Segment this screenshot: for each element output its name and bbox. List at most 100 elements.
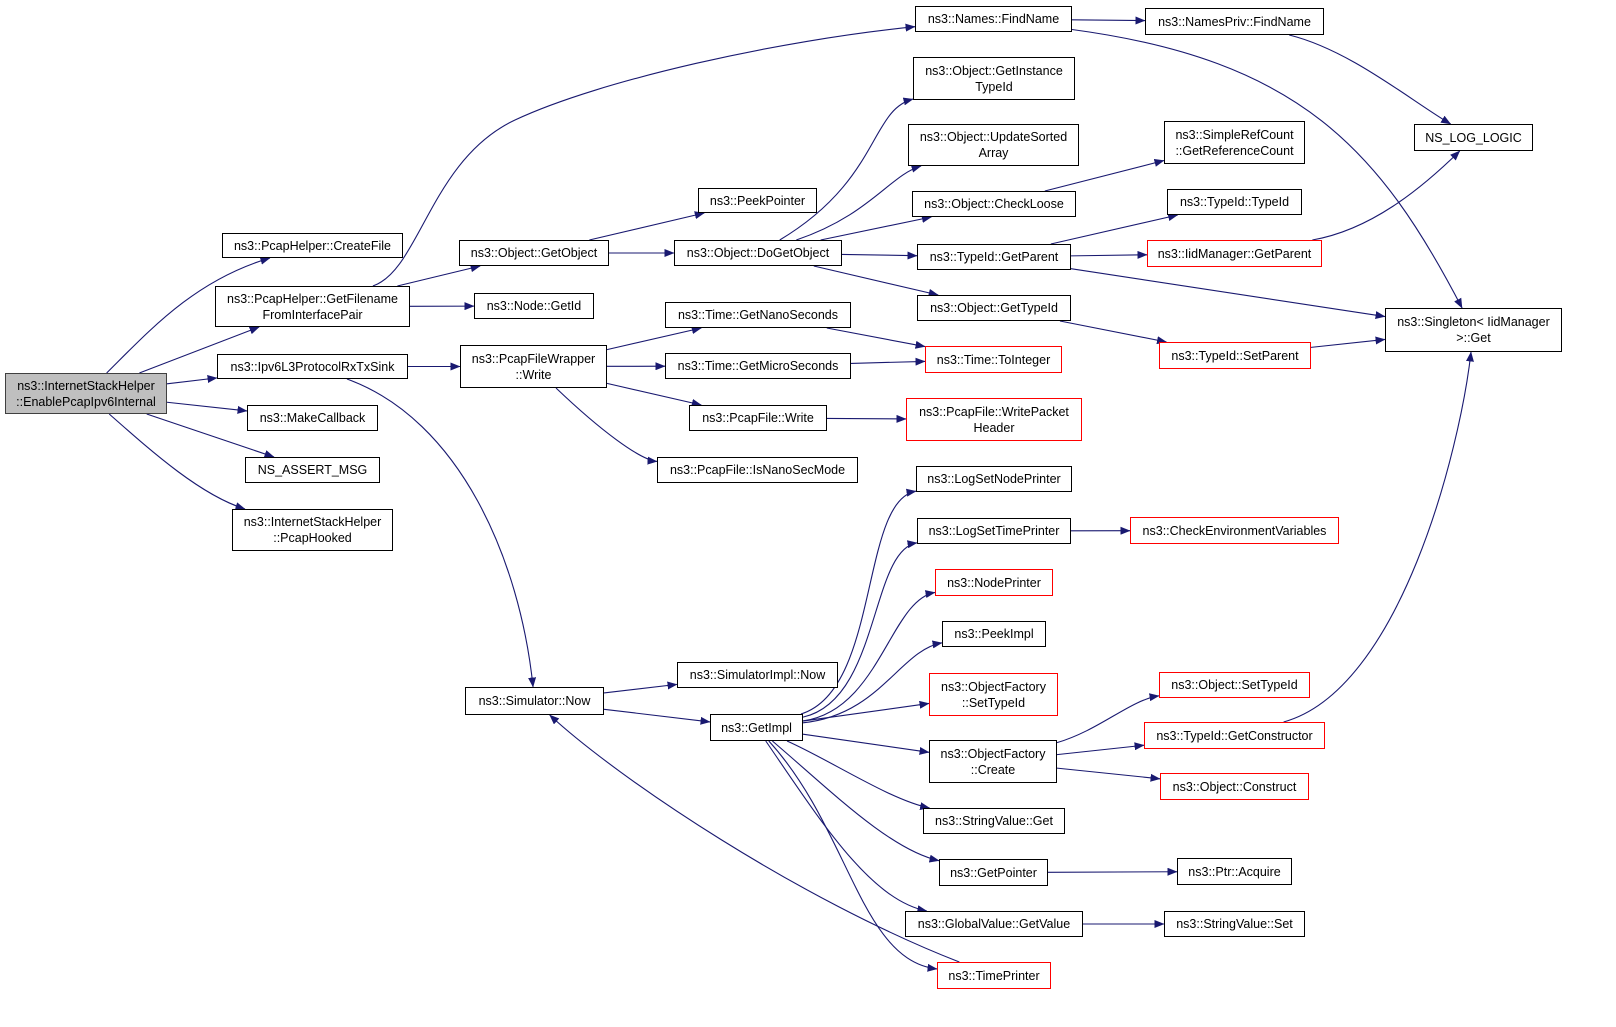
node-label-line: ns3::PcapFile::Write [702,411,814,425]
node-label-line: ns3::Object::GetInstance [925,63,1063,78]
node-peekpointer[interactable]: ns3::PeekPointer [698,188,817,213]
node-of-settypeid[interactable]: ns3::ObjectFactory::SetTypeId [929,673,1058,716]
edge-dogetobject-to-typeid-getparent [841,251,918,260]
edge-pfw-write-to-pcapfile-write [606,382,702,407]
node-stringvalue-get[interactable]: ns3::StringValue::Get [923,808,1065,834]
node-label-line: ::PcapHooked [273,531,352,545]
node-pfw-write[interactable]: ns3::PcapFileWrapper::Write [460,345,607,388]
node-simimpl-now[interactable]: ns3::SimulatorImpl::Now [677,662,838,688]
node-dogetobject[interactable]: ns3::Object::DoGetObject [674,240,842,266]
edge-root-to-assert-msg [146,413,275,458]
node-typeid-typeid[interactable]: ns3::TypeId::TypeId [1167,189,1302,215]
edge-root-to-makecallback [166,401,248,414]
node-checkenv[interactable]: ns3::CheckEnvironmentVariables [1130,517,1339,544]
node-ptr-acquire[interactable]: ns3::Ptr::Acquire [1177,858,1292,885]
node-of-create[interactable]: ns3::ObjectFactory::Create [929,740,1057,783]
edge-obj-gettypeid-to-typeid-setparent [1059,320,1168,345]
node-pcaphooked[interactable]: ns3::InternetStackHelper::PcapHooked [232,509,393,551]
edge-getimpl-to-stringvalue-get [786,740,931,811]
node-label-line: ns3::TimePrinter [948,968,1040,983]
node-label-line: ns3::Object::SetTypeId [1171,678,1298,692]
edge-dogetobject-to-checkloose [820,215,932,241]
node-obj-construct[interactable]: ns3::Object::Construct [1160,773,1309,800]
edge-getnano-to-tointeger [826,327,926,349]
node-timeprinter[interactable]: ns3::TimePrinter [937,962,1051,989]
node-lognodeprinter[interactable]: ns3::LogSetNodePrinter [916,466,1072,492]
node-assert-msg[interactable]: NS_ASSERT_MSG [245,457,380,483]
edge-dogetobject-to-getinstancetypeid [779,97,914,241]
node-getnano[interactable]: ns3::Time::GetNanoSeconds [665,302,851,328]
edge-typeid-getparent-to-singleton-get [1070,268,1386,320]
node-getmicro[interactable]: ns3::Time::GetMicroSeconds [665,353,851,379]
node-ipv6rx[interactable]: ns3::Ipv6L3ProtocolRxTxSink [217,354,408,379]
node-label-line: ns3::SimpleRefCount [1175,127,1294,142]
node-obj-settypeid[interactable]: ns3::Object::SetTypeId [1159,672,1310,698]
edge-timeprinter-to-sim-now [549,714,960,963]
node-iidmanager-getparent[interactable]: ns3::IidManager::GetParent [1147,240,1322,267]
edge-dogetobject-to-updatesorted [796,164,922,241]
node-getobject[interactable]: ns3::Object::GetObject [459,240,609,266]
node-label-line: ns3::PcapHelper::GetFilename [227,291,398,306]
node-label-line: ns3::Names::FindName [927,12,1060,26]
node-isnanosec[interactable]: ns3::PcapFile::IsNanoSecMode [657,457,858,483]
edge-namespriv-to-ns-log-logic [1289,34,1452,125]
node-peekimpl[interactable]: ns3::PeekImpl [942,621,1046,647]
edge-getimpl-to-lognodeprinter [800,488,917,715]
node-pcapfile-write[interactable]: ns3::PcapFile::Write [689,405,827,431]
node-tointeger[interactable]: ns3::Time::ToInteger [925,346,1062,373]
node-label-line: ns3::CheckEnvironmentVariables [1142,523,1327,538]
node-checkloose[interactable]: ns3::Object::CheckLoose [912,191,1076,217]
node-typeid-getparent[interactable]: ns3::TypeId::GetParent [917,244,1071,270]
node-makecallback[interactable]: ns3::MakeCallback [247,405,378,431]
node-label-line: ns3::Object::Construct [1172,779,1297,794]
node-gv-getvalue[interactable]: ns3::GlobalValue::GetValue [905,911,1083,937]
node-simplerefcount[interactable]: ns3::SimpleRefCount::GetReferenceCount [1164,121,1305,164]
node-label-line: ::Create [970,762,1016,777]
node-sim-now[interactable]: ns3::Simulator::Now [465,687,604,715]
node-label-line: ns3::Object::GetTypeId [930,301,1058,315]
node-label-line: ns3::TypeId::GetConstructor [1156,728,1313,743]
edge-typeid-getparent-to-iidmanager-getparent [1070,250,1148,259]
node-label-line: ns3::Object::UpdateSorted [919,130,1068,144]
node-namespriv[interactable]: ns3::NamesPriv::FindName [1145,8,1324,35]
node-ns-log-logic[interactable]: NS_LOG_LOGIC [1414,124,1533,151]
node-nodeprinter[interactable]: ns3::NodePrinter [935,569,1053,596]
node-label-line: ns3::NodePrinter [947,575,1041,590]
node-label-line: ns3::MakeCallback [259,411,366,425]
node-node-getid[interactable]: ns3::Node::GetId [474,293,594,319]
node-label-line: ns3::LogSetNodePrinter [927,472,1061,486]
edge-getmicro-to-tointeger [850,357,926,366]
node-label-line: ::SetTypeId [961,695,1026,710]
edge-getimpl-to-of-create [802,733,930,755]
node-label-line: ns3::Time::GetMicroSeconds [677,359,839,373]
node-label-line: ns3::GetImpl [721,720,792,735]
node-logtimeprinter[interactable]: ns3::LogSetTimePrinter [917,518,1071,544]
node-singleton-get[interactable]: ns3::Singleton< IidManager>::Get [1385,308,1562,352]
node-typeid-setparent[interactable]: ns3::TypeId::SetParent [1159,342,1311,369]
node-label-line: ns3::StringValue::Set [1176,917,1293,931]
node-getpointer[interactable]: ns3::GetPointer [939,859,1048,886]
node-label-line: FromInterfacePair [262,307,363,322]
node-obj-gettypeid[interactable]: ns3::Object::GetTypeId [917,295,1071,321]
edge-ipv6rx-to-sim-now [346,378,537,688]
edge-getimpl-to-gv-getvalue [765,740,928,914]
node-label-line: ns3::Object::CheckLoose [924,197,1064,211]
node-stringvalue-set[interactable]: ns3::StringValue::Set [1164,911,1305,937]
node-label-line: ns3::Ptr::Acquire [1188,864,1281,879]
edge-of-create-to-getconstructor [1056,742,1145,756]
node-root: ns3::InternetStackHelper::EnablePcapIpv6… [5,373,167,414]
edge-getimpl-to-of-settypeid [802,700,930,722]
edge-typeid-getparent-to-typeid-typeid [1050,213,1179,245]
node-label-line: ns3::PcapFile::WritePacket [919,404,1069,419]
node-label-line: ns3::SimulatorImpl::Now [689,668,826,682]
node-getconstructor[interactable]: ns3::TypeId::GetConstructor [1144,722,1325,749]
node-label-line: ns3::Singleton< IidManager [1397,315,1550,329]
edge-sim-now-to-getimpl [603,708,711,725]
node-getimpl[interactable]: ns3::GetImpl [710,714,803,741]
node-names-findname[interactable]: ns3::Names::FindName [915,6,1072,32]
node-pcap-create[interactable]: ns3::PcapHelper::CreateFile [222,233,403,258]
